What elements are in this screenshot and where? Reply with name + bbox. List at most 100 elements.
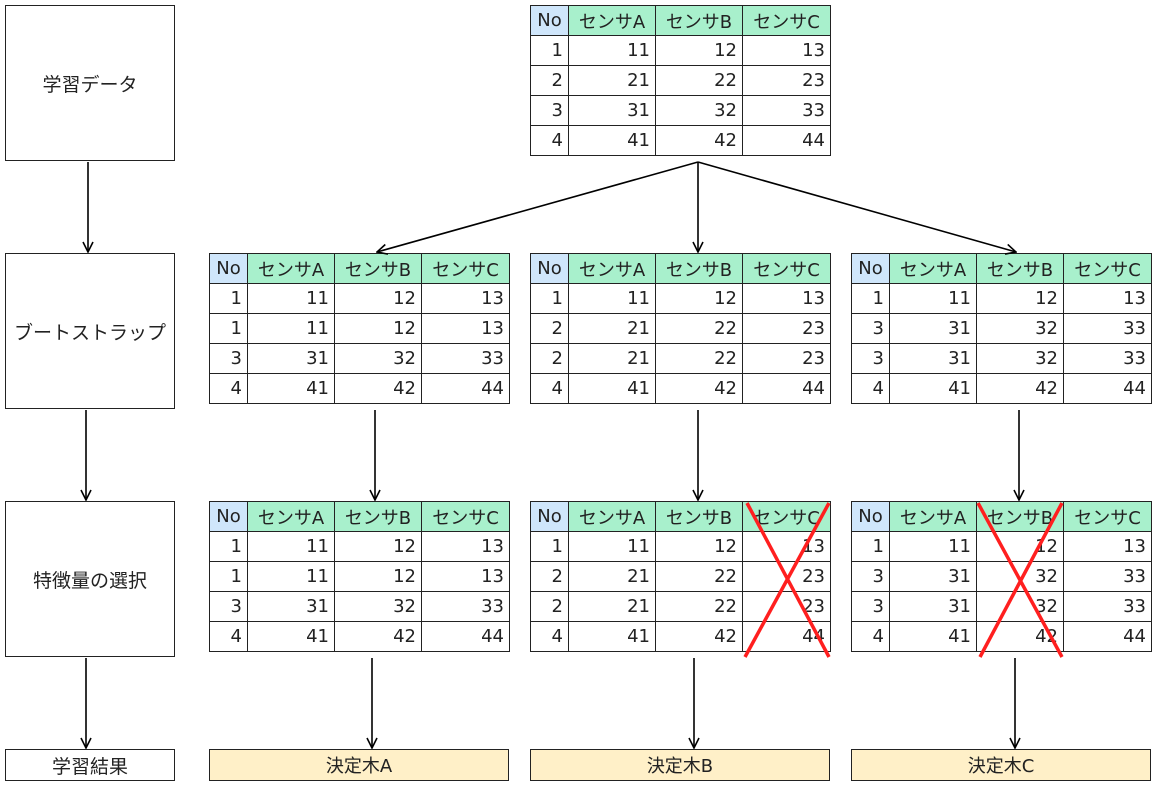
- sensor-value-cell: 13: [1063, 531, 1152, 562]
- column-header-sensor: センサC: [1063, 501, 1152, 532]
- arrow-source-to-c: [697, 161, 1016, 252]
- sensor-value-cell: 31: [889, 313, 977, 344]
- sensor-value-cell: 13: [421, 561, 510, 592]
- row-number-cell: 1: [209, 283, 248, 314]
- sensor-value-cell: 32: [976, 313, 1064, 344]
- row-number-cell: 1: [209, 313, 248, 344]
- column-header-no: No: [851, 501, 890, 532]
- sensor-value-cell: 42: [655, 125, 743, 156]
- sensor-value-cell: 32: [976, 591, 1064, 622]
- sensor-value-cell: 42: [976, 621, 1064, 652]
- row-number-cell: 1: [530, 35, 569, 66]
- column-header-sensor: センサA: [247, 501, 335, 532]
- sensor-value-cell: 12: [976, 283, 1064, 314]
- result-tree-c: 決定木C: [851, 749, 1151, 781]
- row-number-cell: 4: [530, 373, 569, 404]
- sensor-value-cell: 41: [889, 373, 977, 404]
- sensor-value-cell: 31: [889, 343, 977, 374]
- sensor-value-cell: 12: [655, 35, 743, 66]
- sensor-value-cell: 13: [742, 35, 831, 66]
- sensor-value-cell: 11: [247, 313, 335, 344]
- column-header-sensor: センサB: [976, 501, 1064, 532]
- sensor-value-cell: 11: [889, 283, 977, 314]
- column-header-sensor: センサB: [976, 253, 1064, 284]
- sensor-value-cell: 33: [1063, 561, 1152, 592]
- sensor-value-cell: 42: [976, 373, 1064, 404]
- sensor-value-cell: 42: [334, 373, 422, 404]
- sensor-value-cell: 31: [568, 95, 656, 126]
- column-header-no: No: [209, 501, 248, 532]
- column-header-sensor: センサC: [742, 5, 831, 36]
- sensor-value-cell: 22: [655, 65, 743, 96]
- sensor-value-cell: 42: [655, 373, 743, 404]
- sensor-value-cell: 42: [655, 621, 743, 652]
- sensor-value-cell: 12: [334, 283, 422, 314]
- sensor-value-cell: 44: [742, 373, 831, 404]
- sensor-value-cell: 41: [247, 373, 335, 404]
- row-number-cell: 3: [209, 343, 248, 374]
- sensor-value-cell: 11: [568, 531, 656, 562]
- sensor-value-cell: 44: [1063, 373, 1152, 404]
- row-number-cell: 2: [530, 313, 569, 344]
- sensor-value-cell: 13: [742, 531, 831, 562]
- column-header-sensor: センサA: [889, 253, 977, 284]
- stage-bootstrap: ブートストラップ: [5, 253, 175, 409]
- sensor-value-cell: 23: [742, 591, 831, 622]
- sensor-value-cell: 11: [247, 531, 335, 562]
- column-header-sensor: センサB: [655, 5, 743, 36]
- stage-feature-selection: 特徴量の選択: [5, 501, 175, 657]
- row-number-cell: 4: [530, 621, 569, 652]
- column-header-sensor: センサC: [742, 501, 831, 532]
- column-header-no: No: [209, 253, 248, 284]
- sensor-value-cell: 32: [976, 561, 1064, 592]
- sensor-value-cell: 22: [655, 591, 743, 622]
- row-number-cell: 3: [851, 313, 890, 344]
- result-tree-a: 決定木A: [209, 749, 509, 781]
- sensor-value-cell: 41: [889, 621, 977, 652]
- row-number-cell: 2: [530, 591, 569, 622]
- sensor-value-cell: 22: [655, 313, 743, 344]
- sensor-value-cell: 13: [742, 283, 831, 314]
- row-number-cell: 1: [209, 531, 248, 562]
- row-number-cell: 3: [851, 591, 890, 622]
- row-number-cell: 1: [209, 561, 248, 592]
- sensor-value-cell: 12: [334, 561, 422, 592]
- sensor-value-cell: 11: [568, 35, 656, 66]
- sensor-value-cell: 22: [655, 343, 743, 374]
- stage-learning-result: 学習結果: [5, 749, 175, 781]
- column-header-no: No: [851, 253, 890, 284]
- row-number-cell: 4: [209, 621, 248, 652]
- sensor-value-cell: 11: [568, 283, 656, 314]
- sensor-value-cell: 13: [421, 313, 510, 344]
- stage-training-data: 学習データ: [5, 5, 175, 161]
- sensor-value-cell: 12: [655, 283, 743, 314]
- sensor-value-cell: 21: [568, 561, 656, 592]
- sensor-value-cell: 32: [334, 591, 422, 622]
- sensor-value-cell: 32: [334, 343, 422, 374]
- column-header-sensor: センサC: [742, 253, 831, 284]
- sensor-value-cell: 32: [655, 95, 743, 126]
- row-number-cell: 1: [530, 531, 569, 562]
- row-number-cell: 4: [851, 373, 890, 404]
- stage-label: 特徴量の選択: [32, 569, 147, 592]
- column-header-sensor: センサA: [568, 5, 656, 36]
- column-header-no: No: [530, 253, 569, 284]
- sensor-value-cell: 33: [421, 591, 510, 622]
